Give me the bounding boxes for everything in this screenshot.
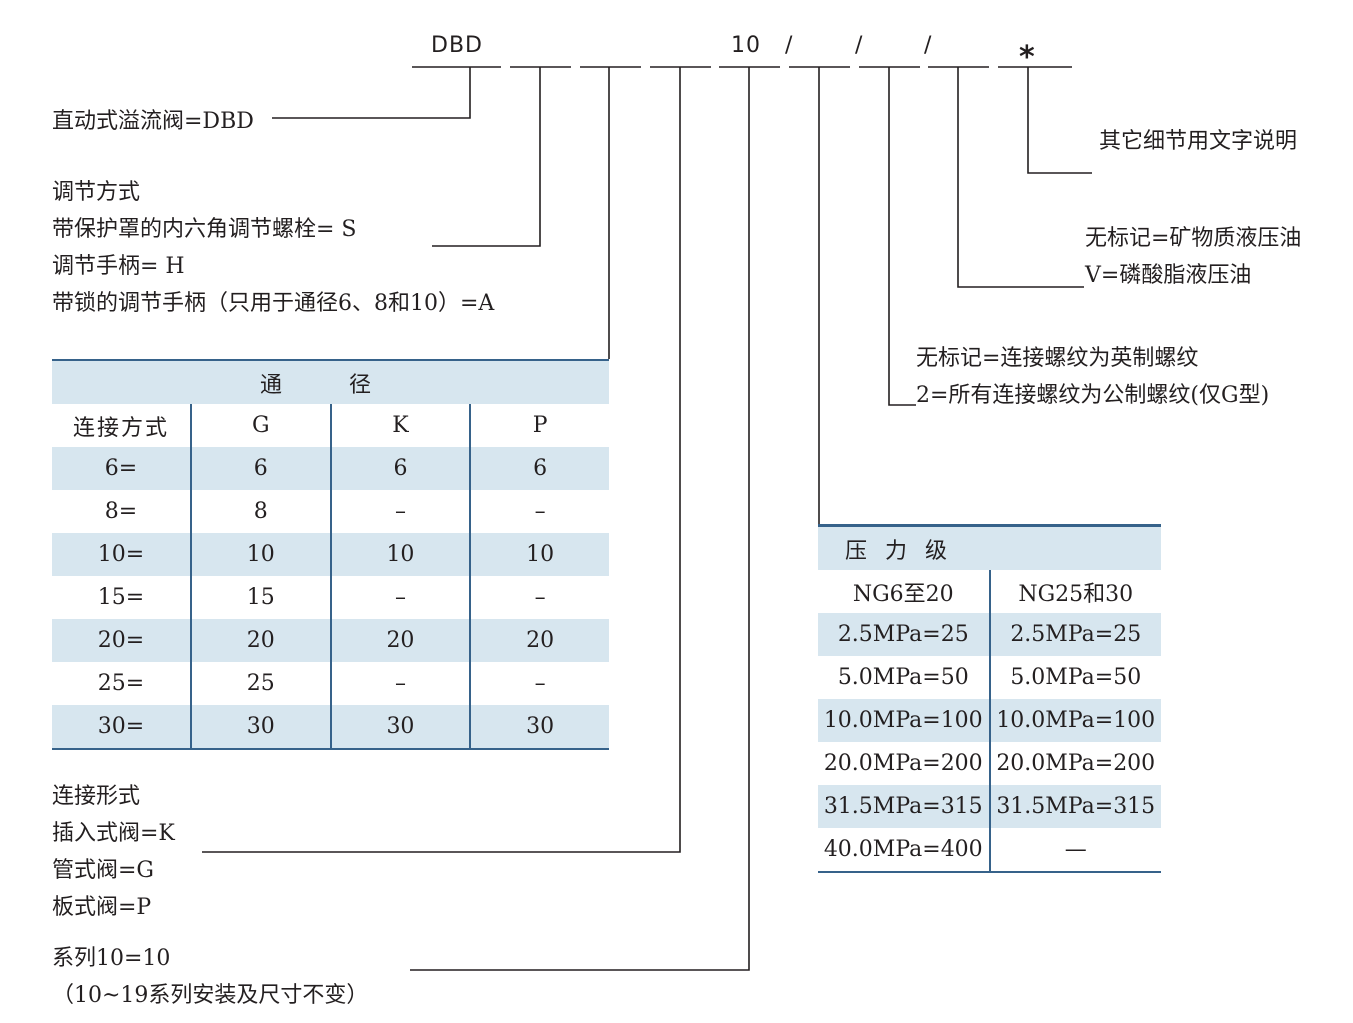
code-slash-1: /: [785, 33, 793, 58]
code-slash-2: /: [855, 33, 863, 58]
table-row: 5.0MPa=50 5.0MPa=50: [818, 656, 1161, 699]
table-cell: 6=: [52, 447, 192, 490]
table-row: 31.5MPa=315 31.5MPa=315: [818, 785, 1161, 828]
adjust-a: 带锁的调节手柄（只用于通径6、8和10）=A: [52, 291, 495, 316]
diameter-header: G: [190, 404, 332, 447]
table-row: 20= 20 20 20: [52, 619, 609, 662]
diameter-header: 连接方式: [52, 404, 192, 447]
conn-g: 管式阀=G: [52, 858, 155, 883]
thread-block: 无标记=连接螺纹为英制螺纹 2=所有连接螺纹为公制螺纹(仅G型): [916, 340, 1269, 414]
table-cell: 10=: [52, 533, 192, 576]
table-cell: 20=: [52, 619, 192, 662]
pressure-title-row: 压力级: [818, 525, 1161, 570]
table-cell: 6: [330, 447, 472, 490]
table-cell: 10: [470, 533, 609, 576]
table-cell: 20: [470, 619, 609, 662]
table-cell: 6: [190, 447, 332, 490]
table-cell: 2.5MPa=25: [989, 613, 1161, 656]
table-cell: 20.0MPa=200: [996, 751, 1156, 776]
code-series: 10: [731, 33, 761, 58]
code-slash-3: /: [924, 33, 932, 58]
adjust-h: 调节手柄= H: [52, 254, 185, 279]
diameter-header: K: [330, 404, 472, 447]
label-other: 其它细节用文字说明: [1099, 129, 1298, 154]
table-cell: 15=: [52, 576, 192, 619]
series-10: 系列10=10: [52, 946, 171, 971]
table-cell: 31.5MPa=315: [818, 785, 991, 828]
table-row: 2.5MPa=25 2.5MPa=25: [818, 613, 1161, 656]
seal-block: 无标记=矿物质液压油 V=磷酸脂液压油: [1085, 220, 1301, 294]
pressure-title: 压力级: [818, 525, 1161, 570]
series-block: 系列10=10 （10~19系列安装及尺寸不变）: [52, 940, 368, 1014]
table-row: 20.0MPa=200 20.0MPa=200: [818, 742, 1161, 785]
table-cell: 20: [190, 619, 332, 662]
conn-p: 板式阀=P: [52, 895, 152, 920]
table-cell: 10: [190, 533, 332, 576]
table-cell: 8: [190, 490, 332, 533]
table-cell: 6: [470, 447, 609, 490]
series-note: （10~19系列安装及尺寸不变）: [52, 983, 369, 1008]
table-row: 30= 30 30 30: [52, 705, 609, 749]
pressure-header: NG6至20: [818, 570, 991, 613]
table-cell: 25=: [52, 662, 192, 705]
table-row: 6= 6 6 6: [52, 447, 609, 490]
table-cell: –: [534, 499, 546, 524]
table-row: 10= 10 10 10: [52, 533, 609, 576]
adjust-block: 调节方式 带保护罩的内六角调节螺栓= S 调节手柄= H 带锁的调节手柄（只用于…: [52, 174, 494, 322]
conn-title: 连接形式: [52, 784, 141, 809]
table-row: 10.0MPa=100 10.0MPa=100: [818, 699, 1161, 742]
table-cell: 8=: [52, 490, 192, 533]
table-cell: 30: [470, 705, 609, 749]
table-cell: 10: [330, 533, 472, 576]
table-cell: 5.0MPa=50: [1010, 665, 1142, 690]
code-star: *: [1019, 40, 1035, 75]
table-cell: 20.0MPa=200: [818, 742, 991, 785]
table-cell: 20: [330, 619, 472, 662]
diameter-header-row: 连接方式 G K P: [52, 404, 609, 447]
table-cell: 25: [190, 662, 332, 705]
table-cell: —: [1064, 837, 1087, 862]
pressure-header-row: NG6至20 NG25和30: [818, 570, 1161, 613]
thread-2: 2=所有连接螺纹为公制螺纹(仅G型): [916, 383, 1270, 408]
conn-k: 插入式阀=K: [52, 821, 175, 846]
table-cell: 2.5MPa=25: [818, 613, 991, 656]
table-cell: 30=: [52, 705, 192, 749]
table-cell: 15: [190, 576, 332, 619]
table-cell: 30: [190, 705, 332, 749]
table-cell: –: [330, 490, 472, 533]
table-row: 40.0MPa=400 —: [818, 828, 1161, 872]
table-cell: –: [330, 662, 472, 705]
diameter-title-row: 通 径: [52, 360, 609, 404]
table-cell: 5.0MPa=50: [818, 656, 991, 699]
table-cell: 10.0MPa=100: [989, 699, 1161, 742]
code-prefix: DBD: [431, 33, 483, 58]
table-cell: –: [534, 585, 546, 610]
table-row: 25= 25 – –: [52, 662, 609, 705]
table-cell: 30: [330, 705, 472, 749]
seal-v: V=磷酸脂液压油: [1085, 263, 1252, 288]
diameter-title: 通 径: [52, 360, 609, 404]
seal-none: 无标记=矿物质液压油: [1085, 226, 1302, 251]
thread-none: 无标记=连接螺纹为英制螺纹: [916, 346, 1199, 371]
table-cell: –: [330, 576, 472, 619]
adjust-s: 带保护罩的内六角调节螺栓= S: [52, 217, 357, 242]
table-cell: 10.0MPa=100: [818, 699, 991, 742]
table-row: 15= 15 – –: [52, 576, 609, 619]
table-cell: 40.0MPa=400: [818, 828, 991, 872]
label-dbd: 直动式溢流阀=DBD: [52, 109, 254, 134]
connection-block: 连接形式 插入式阀=K 管式阀=G 板式阀=P: [52, 778, 175, 926]
table-cell: –: [534, 671, 546, 696]
adjust-title: 调节方式: [52, 180, 141, 205]
table-row: 8= 8 – –: [52, 490, 609, 533]
diameter-table: 通 径 连接方式 G K P 6= 6 6 6 8= 8 – – 10= 10 …: [52, 359, 609, 750]
table-cell: 31.5MPa=315: [989, 785, 1161, 828]
pressure-header: NG25和30: [1018, 581, 1134, 607]
pressure-table: 压力级 NG6至20 NG25和30 2.5MPa=25 2.5MPa=25 5…: [818, 524, 1161, 873]
diameter-header: P: [532, 413, 548, 438]
